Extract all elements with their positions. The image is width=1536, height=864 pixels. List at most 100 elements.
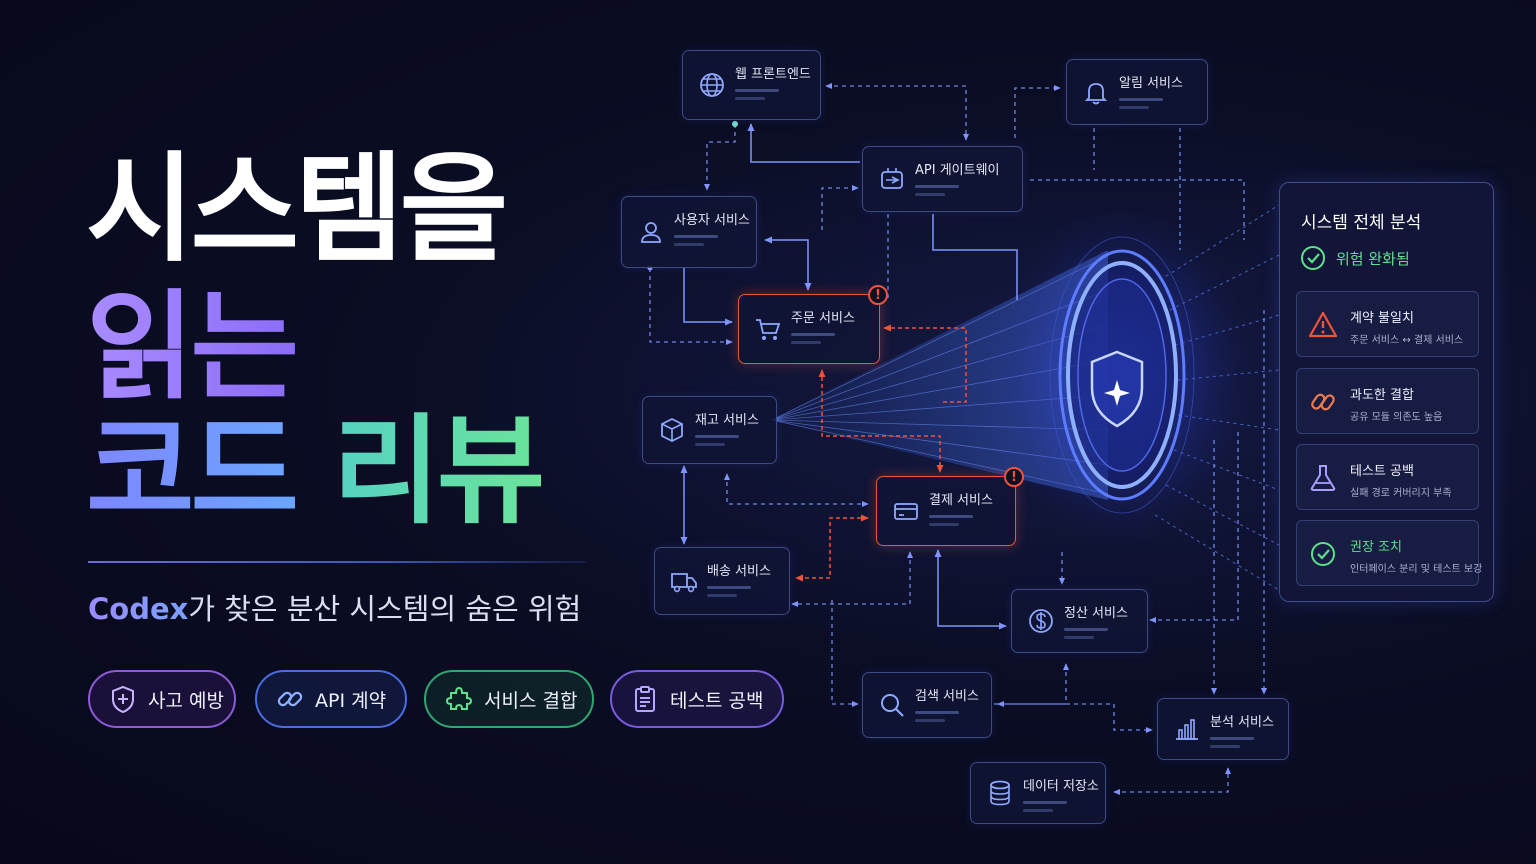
placeholder-line [707, 586, 751, 589]
flask-icon [1310, 465, 1336, 491]
node-web-frontend[interactable]: 웹 프론트엔드 [682, 50, 821, 120]
placeholder-line [929, 523, 959, 526]
subtitle: Codex가 찾은 분산 시스템의 숨은 위험 [88, 586, 581, 628]
placeholder-line [707, 594, 737, 597]
node-label: 분석 서비스 [1210, 715, 1274, 730]
finding-title: 권장 조치 [1350, 540, 1402, 555]
hero-title-word-code: 코드 [86, 402, 299, 540]
dollar-icon [1029, 609, 1053, 633]
cart-icon [756, 319, 781, 340]
placeholder-line [1023, 809, 1053, 812]
node-api-gateway[interactable]: API 게이트웨이 [862, 146, 1023, 212]
node-label: 알림 서비스 [1119, 76, 1183, 91]
bar-chart-icon [1176, 719, 1198, 740]
database-icon [990, 780, 1010, 806]
node-label: 사용자 서비스 [674, 213, 750, 228]
node-label: 재고 서비스 [695, 413, 759, 428]
node-user-service[interactable]: 사용자 서비스 [621, 196, 757, 268]
node-label: 주문 서비스 [791, 311, 855, 326]
finding-contract-mismatch[interactable]: 계약 불일치 주문 서비스 ↔ 결제 서비스 [1296, 291, 1479, 357]
hero-title-word-review: 리뷰 [332, 402, 545, 540]
placeholder-line [791, 333, 835, 336]
chip-label: API 계약 [315, 689, 387, 712]
user-icon [641, 222, 661, 243]
box-icon [661, 417, 683, 443]
placeholder-line [674, 235, 718, 238]
node-label: 배송 서비스 [707, 564, 771, 579]
link-icon [1311, 393, 1335, 411]
placeholder-line [695, 435, 739, 438]
finding-title: 계약 불일치 [1350, 311, 1414, 326]
clipboard-icon [635, 686, 655, 712]
finding-description: 공유 모듈 의존도 높음 [1350, 412, 1443, 423]
node-settlement-service[interactable]: 정산 서비스 [1011, 589, 1148, 653]
hero-title-line3: 코드 리뷰 [86, 412, 545, 530]
subtitle-text: 가 찾은 분산 시스템의 숨은 위험 [188, 592, 582, 626]
node-datastore[interactable]: 데이터 저장소 [970, 762, 1106, 824]
placeholder-line [915, 193, 945, 196]
node-notification[interactable]: 알림 서비스 [1066, 59, 1208, 125]
node-analytics-service[interactable]: 분석 서비스 [1157, 698, 1289, 760]
placeholder-line [1210, 737, 1254, 740]
bell-icon [1084, 83, 1108, 105]
card-icon [894, 503, 918, 520]
panel-title: 시스템 전체 분석 [1301, 213, 1422, 233]
panel-status: 위험 완화됨 [1300, 245, 1410, 271]
finding-excessive-coupling[interactable]: 과도한 결합 공유 모듈 의존도 높음 [1296, 368, 1479, 434]
subtitle-brand: Codex [88, 592, 189, 626]
placeholder-line [1064, 628, 1108, 631]
placeholder-line [1119, 106, 1149, 109]
shield-plus-icon [112, 685, 134, 714]
hero-title-line2: 읽는 [86, 278, 299, 416]
title-divider [88, 561, 586, 563]
placeholder-line [915, 719, 945, 722]
chip-service-coupling: 서비스 결합 [424, 670, 594, 728]
node-inventory-service[interactable]: 재고 서비스 [642, 396, 777, 464]
chip-label: 사고 예방 [148, 689, 224, 712]
chip-label: 서비스 결합 [484, 689, 578, 712]
node-label: 검색 서비스 [915, 689, 979, 704]
finding-description: 인터페이스 분리 및 테스트 보강 [1350, 564, 1483, 575]
globe-icon [700, 73, 724, 97]
node-label: API 게이트웨이 [915, 163, 1000, 178]
node-order-service[interactable]: 주문 서비스 ! [738, 285, 888, 364]
placeholder-line [929, 515, 973, 518]
warning-icon [1308, 311, 1338, 338]
alert-icon: ! [1004, 467, 1024, 487]
truck-icon [671, 573, 697, 593]
placeholder-line [735, 89, 779, 92]
placeholder-line [915, 185, 959, 188]
placeholder-line [1064, 636, 1094, 639]
node-shipping-service[interactable]: 배송 서비스 [654, 547, 790, 615]
finding-description: 주문 서비스 ↔ 결제 서비스 [1350, 335, 1464, 346]
alert-icon: ! [868, 285, 888, 305]
finding-test-gap[interactable]: 테스트 공백 실패 경로 커버리지 부족 [1296, 444, 1479, 510]
chip-incident-prevention: 사고 예방 [88, 670, 236, 728]
placeholder-line [1023, 801, 1067, 804]
link-icon [277, 691, 303, 707]
finding-recommendation[interactable]: 권장 조치 인터페이스 분리 및 테스트 보강 [1296, 520, 1483, 586]
lens-outer-ring [1058, 249, 1186, 501]
node-payment-service[interactable]: 결제 서비스 ! [876, 467, 1024, 546]
plug-icon [881, 168, 903, 189]
node-label: 데이터 저장소 [1023, 779, 1099, 794]
chip-test-gap: 테스트 공백 [610, 670, 784, 728]
check-circle-icon [1311, 542, 1335, 566]
node-label: 정산 서비스 [1064, 606, 1128, 621]
finding-title: 테스트 공백 [1350, 464, 1414, 479]
analysis-panel: 시스템 전체 분석 위험 완화됨 계약 불일치 주문 서비스 ↔ 결제 서비스 … [1279, 182, 1494, 602]
placeholder-line [674, 243, 704, 246]
panel-status-text: 위험 완화됨 [1336, 249, 1410, 268]
shield-icon [1090, 350, 1144, 428]
node-label: 결제 서비스 [929, 493, 993, 508]
finding-title: 과도한 결합 [1350, 388, 1414, 403]
placeholder-line [1210, 745, 1240, 748]
placeholder-line [695, 443, 725, 446]
placeholder-line [735, 97, 765, 100]
puzzle-icon [445, 686, 473, 710]
check-circle-icon [1301, 246, 1325, 270]
hero-title-line1: 시스템을 [86, 140, 508, 278]
node-search-service[interactable]: 검색 서비스 [862, 672, 992, 738]
